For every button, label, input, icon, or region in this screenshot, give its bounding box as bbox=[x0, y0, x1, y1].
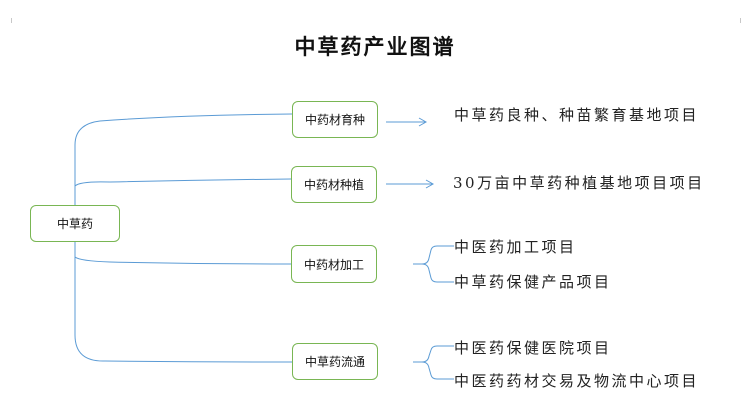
root-spine-lower bbox=[74, 240, 106, 362]
root-node: 中草药 bbox=[30, 205, 120, 242]
bracket-branch-4 bbox=[413, 345, 454, 380]
link-root-branch-3 bbox=[74, 256, 292, 265]
page-corner-mark-right bbox=[740, 18, 746, 23]
link-root-branch-4 bbox=[104, 360, 293, 363]
branch-node-planting: 中药材种植 bbox=[291, 166, 377, 203]
arrow-branch-2 bbox=[386, 179, 435, 189]
link-root-branch-1 bbox=[99, 113, 293, 122]
leaf-item: 中草药良种、种苗繁育基地项目 bbox=[454, 106, 700, 124]
branch-node-breeding: 中药材育种 bbox=[292, 101, 378, 138]
leaf-item: 中医药保健医院项目 bbox=[454, 339, 612, 357]
branch-label: 中药材加工 bbox=[303, 257, 364, 272]
link-root-branch-2 bbox=[74, 178, 292, 187]
branch-node-distribution: 中草药流通 bbox=[292, 343, 378, 380]
branch-node-processing: 中药材加工 bbox=[291, 245, 377, 283]
root-node-label: 中草药 bbox=[56, 217, 93, 231]
branch-label: 中药材育种 bbox=[304, 113, 365, 127]
leaf-item: 中草药保健产品项目 bbox=[454, 273, 612, 291]
leaf-item: 中医药药材交易及物流中心项目 bbox=[454, 372, 700, 390]
page-corner-mark-left bbox=[6, 18, 12, 23]
root-spine bbox=[74, 120, 101, 205]
branch-label: 中草药流通 bbox=[304, 355, 365, 369]
diagram-title: 中草药产业图谱 bbox=[294, 34, 456, 59]
arrow-branch-1 bbox=[386, 117, 428, 127]
branch-label: 中药材种植 bbox=[303, 178, 364, 192]
leaf-item: 30万亩中草药种植基地项目项目 bbox=[453, 174, 705, 192]
bracket-branch-3 bbox=[413, 245, 454, 283]
leaf-item: 中医药加工项目 bbox=[454, 238, 577, 256]
